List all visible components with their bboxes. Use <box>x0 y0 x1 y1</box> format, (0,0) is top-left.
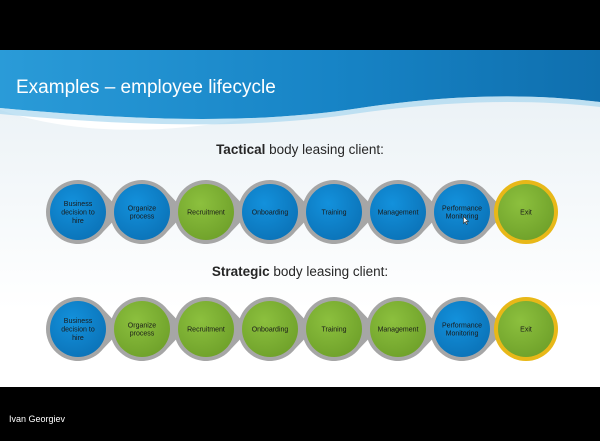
row2-step-4: Onboarding <box>238 297 314 361</box>
step-label: Exit <box>520 327 532 334</box>
green-step-circle <box>178 184 234 240</box>
row2-step-6: Management <box>366 297 442 361</box>
step-label: Onboarding <box>252 210 289 217</box>
slide-title: Examples – employee lifecycle <box>16 77 276 98</box>
step-label: Management <box>378 210 419 217</box>
green-step-circle <box>498 301 554 357</box>
row2-step-5: Training <box>302 297 378 361</box>
blue-step-circle <box>370 184 426 240</box>
tactical-heading-rest: body leasing client: <box>265 142 384 157</box>
row2-step-8: Exit <box>494 297 558 361</box>
step-label: Exit <box>520 210 532 217</box>
green-step-circle <box>242 301 298 357</box>
green-step-circle <box>498 184 554 240</box>
step-label: Recruitment <box>187 210 225 217</box>
step-label: Recruitment <box>187 327 225 334</box>
strategic-row-heading: Strategic body leasing client: <box>0 264 600 279</box>
row1-step-5: Training <box>302 180 378 245</box>
green-step-circle <box>114 301 170 357</box>
presentation-slide: Examples – employee lifecycle Tactical b… <box>0 50 600 387</box>
green-step-circle <box>178 301 234 357</box>
green-step-circle <box>370 301 426 357</box>
row1-step-4: Onboarding <box>238 180 314 245</box>
blue-step-circle <box>434 301 490 357</box>
blue-step-circle <box>306 184 362 240</box>
blue-step-circle <box>50 184 106 240</box>
row1-step-3: Recruitment <box>174 180 250 245</box>
step-label: Training <box>321 210 346 217</box>
presenter-name: Ivan Georgiev <box>9 414 66 424</box>
row1-step-8: Exit <box>494 180 558 244</box>
mouse-cursor-icon <box>463 216 469 225</box>
tactical-heading-bold: Tactical <box>216 142 266 157</box>
strategic-heading-bold: Strategic <box>211 264 270 279</box>
blue-step-circle <box>434 184 490 240</box>
step-label: Management <box>378 327 419 334</box>
step-label: Onboarding <box>252 327 289 334</box>
step-label: Training <box>321 327 346 334</box>
blue-step-circle <box>50 301 106 357</box>
video-footer-bar: Ivan Georgiev <box>0 387 600 441</box>
row2-step-3: Recruitment <box>174 297 250 361</box>
top-black-bar <box>0 0 600 50</box>
blue-step-circle <box>114 184 170 240</box>
row1-step-6: Management <box>366 180 442 245</box>
blue-step-circle <box>242 184 298 240</box>
tactical-row-heading: Tactical body leasing client: <box>0 142 600 157</box>
green-step-circle <box>306 301 362 357</box>
strategic-heading-rest: body leasing client: <box>269 264 389 279</box>
